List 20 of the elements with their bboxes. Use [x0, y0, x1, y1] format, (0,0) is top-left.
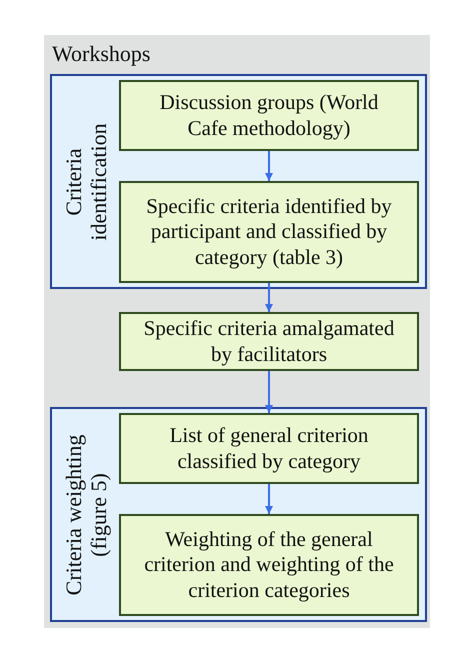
process-box [119, 312, 419, 371]
step-text: Specific criteria amalgamated by facilitators [142, 316, 396, 367]
step-text: Specific criteria identified by participant and classified by category (table 3) [145, 194, 393, 270]
arrow [265, 151, 273, 181]
arrow [265, 371, 273, 413]
arrow [265, 484, 273, 514]
step-text: Weighting of the general criterion and weighting of the criterion categories [143, 527, 395, 603]
phase-label: Criteria weighting (figure 5) [60, 433, 112, 597]
phase-panel [50, 74, 427, 289]
workshop-panel [44, 35, 430, 628]
phase-panel [50, 407, 427, 622]
process-box [119, 80, 419, 151]
group-title: Workshops [52, 41, 150, 67]
arrow [265, 283, 273, 312]
process-box [119, 181, 419, 283]
step-text: Discussion groups (World Cafe methodology) [158, 90, 380, 141]
phase-label: Criteria identification [60, 122, 112, 242]
process-box [119, 413, 419, 484]
process-box [119, 514, 419, 616]
step-text: List of general criterion classified by category [168, 423, 370, 474]
